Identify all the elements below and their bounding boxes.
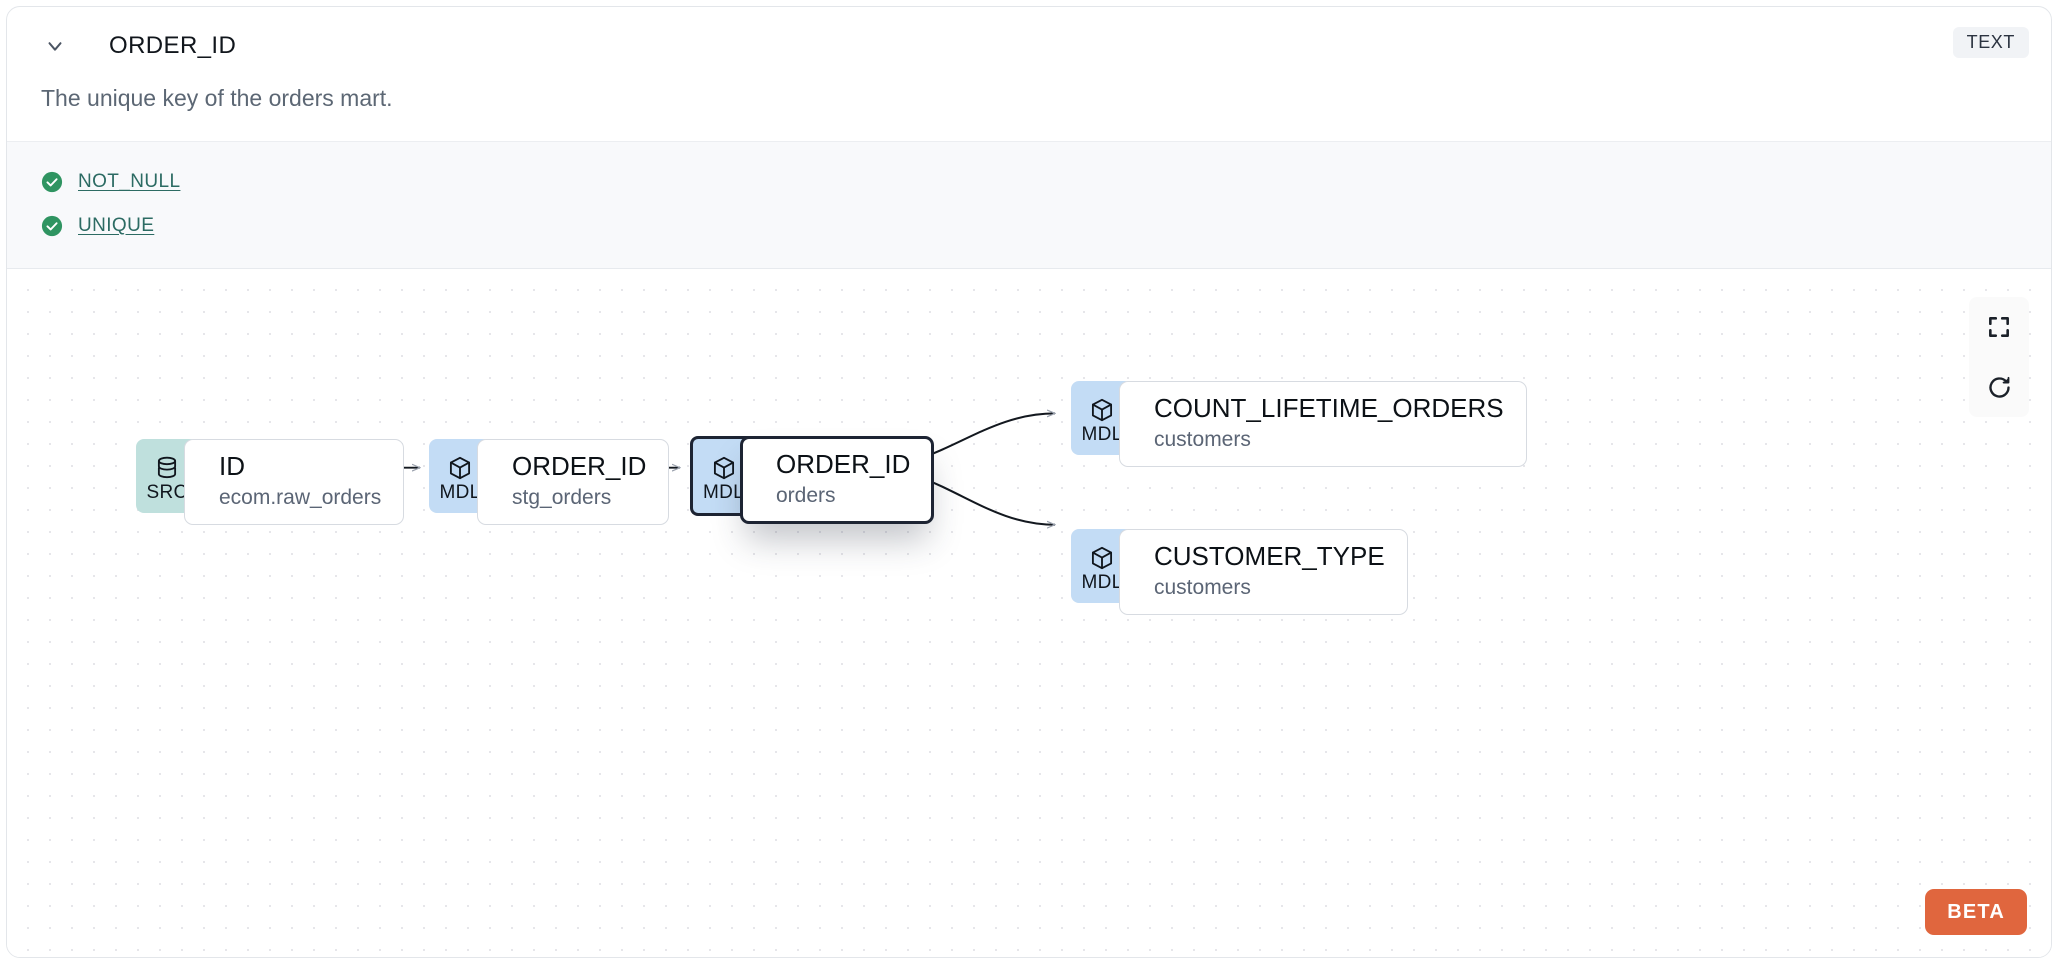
node-name: ID xyxy=(219,451,245,481)
cube-icon xyxy=(1091,546,1113,569)
fit-view-button[interactable] xyxy=(1969,297,2029,357)
tests-section: NOT_NULL UNIQUE xyxy=(7,141,2051,269)
page-title: ORDER_ID xyxy=(109,32,237,59)
lineage-node-customer-type[interactable]: MDL CUSTOMER_TYPE customers xyxy=(1071,529,1408,616)
node-name: COUNT_LIFETIME_ORDERS xyxy=(1154,393,1504,423)
node-name: ORDER_ID xyxy=(776,449,911,479)
node-body: ID ecom.raw_orders xyxy=(184,439,405,526)
node-body: COUNT_LIFETIME_ORDERS customers xyxy=(1119,381,1527,468)
node-name: CUSTOMER_TYPE xyxy=(1154,541,1385,571)
lineage-canvas[interactable]: SRC ID ecom.raw_orders MDL ORDER_ID stg_… xyxy=(7,269,2051,957)
fullscreen-icon xyxy=(1989,317,2009,337)
lineage-controls xyxy=(1969,297,2029,417)
node-kind-label: MDL xyxy=(702,481,744,503)
node-source: customers xyxy=(1154,575,1251,599)
node-source: stg_orders xyxy=(512,485,612,509)
node-source: orders xyxy=(776,483,836,507)
lineage-node-orders-order-id[interactable]: MDL ORDER_ID orders xyxy=(690,436,935,525)
check-circle-icon xyxy=(41,215,63,237)
beta-badge[interactable]: BETA xyxy=(1925,889,2027,935)
node-name: ORDER_ID xyxy=(512,451,647,481)
test-link-not-null[interactable]: NOT_NULL xyxy=(78,171,181,192)
node-kind-label: MDL xyxy=(439,481,481,503)
lineage-node-stg-order-id[interactable]: MDL ORDER_ID stg_orders xyxy=(429,439,670,526)
data-type-badge: TEXT xyxy=(1952,27,2029,58)
test-link-unique[interactable]: UNIQUE xyxy=(78,215,155,236)
cube-icon xyxy=(713,456,734,479)
test-row: NOT_NULL xyxy=(41,160,2017,204)
check-circle-icon xyxy=(41,171,63,193)
node-kind-label: MDL xyxy=(1081,571,1123,593)
node-body: CUSTOMER_TYPE customers xyxy=(1119,529,1408,616)
node-source: ecom.raw_orders xyxy=(219,485,382,509)
card-header: ORDER_ID TEXT xyxy=(7,7,2051,85)
test-row: UNIQUE xyxy=(41,204,2017,248)
database-icon xyxy=(157,456,177,478)
lineage-edges xyxy=(347,269,2051,957)
node-kind-label: MDL xyxy=(1081,423,1123,445)
cube-icon xyxy=(1091,398,1113,421)
node-source: customers xyxy=(1154,427,1251,451)
refresh-icon xyxy=(1988,376,2010,398)
column-description: The unique key of the orders mart. xyxy=(41,85,393,111)
lineage-node-src-id[interactable]: SRC ID ecom.raw_orders xyxy=(136,439,405,526)
node-body: ORDER_ID orders xyxy=(740,436,935,525)
refresh-button[interactable] xyxy=(1969,357,2029,417)
column-detail-card: ORDER_ID TEXT The unique key of the orde… xyxy=(6,6,2052,958)
chevron-down-icon[interactable] xyxy=(41,32,69,60)
lineage-node-count-lifetime-orders[interactable]: MDL COUNT_LIFETIME_ORDERS customers xyxy=(1071,381,1527,468)
node-kind-label: SRC xyxy=(146,481,188,503)
node-body: ORDER_ID stg_orders xyxy=(477,439,670,526)
cube-icon xyxy=(449,456,471,479)
